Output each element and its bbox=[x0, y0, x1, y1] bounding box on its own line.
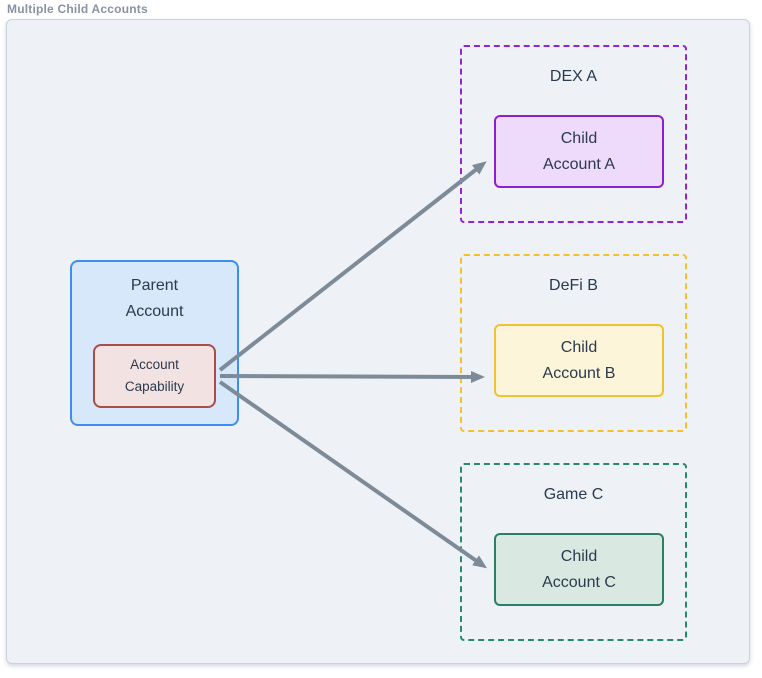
parent-account-label: Parent Account bbox=[125, 277, 184, 320]
child-account-c-node: Child Account C bbox=[494, 533, 664, 606]
child-account-b-node: Child Account B bbox=[494, 324, 664, 397]
app-label-game-c: Game C bbox=[543, 486, 604, 503]
app-container-dex-a: DEX A Child Account A bbox=[460, 45, 687, 223]
arrow-parent-to-child-c bbox=[218, 380, 488, 569]
app-label-dex-a: DEX A bbox=[549, 68, 598, 85]
arrow-parent-to-child-a bbox=[218, 161, 487, 372]
app-label-defi-b: DeFi B bbox=[549, 277, 598, 294]
parent-account-node: Parent Account Account Capability bbox=[70, 260, 239, 426]
account-capability-label: Account Capability bbox=[124, 357, 185, 394]
app-container-game-c: Game C Child Account C bbox=[460, 463, 687, 641]
account-capability-node: Account Capability bbox=[93, 344, 216, 408]
child-account-a-label: Child Account A bbox=[542, 129, 616, 173]
child-account-c-label: Child Account C bbox=[542, 547, 616, 591]
arrow-parent-to-child-b bbox=[219, 370, 485, 383]
app-container-defi-b: DeFi B Child Account B bbox=[460, 254, 687, 432]
figure-title: Multiple Child Accounts bbox=[7, 2, 148, 16]
diagram-canvas: Parent Account Account Capability DEX A … bbox=[6, 19, 750, 664]
child-account-a-node: Child Account A bbox=[494, 115, 664, 188]
child-account-b-label: Child Account B bbox=[542, 338, 616, 382]
